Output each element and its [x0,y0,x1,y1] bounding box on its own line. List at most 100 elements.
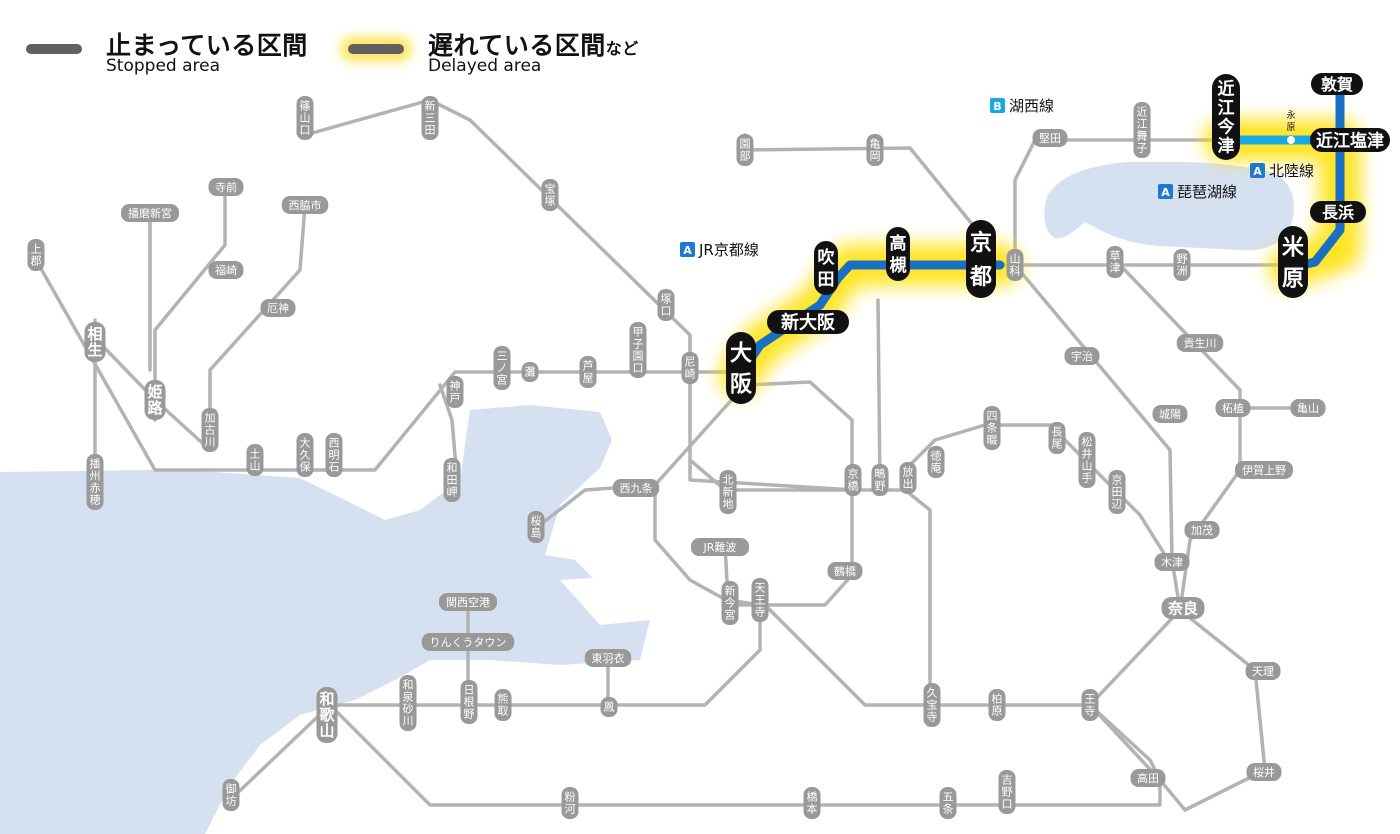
station-shigino[interactable]: 鴫野 [871,464,889,496]
station-yakujin[interactable]: 厄神 [260,299,296,317]
station-kusatsu[interactable]: 草津 [1106,246,1124,278]
station-nishiakashi[interactable]: 西明石 [325,433,343,477]
station-joyo[interactable]: 城陽 [1152,405,1188,423]
station-kamo[interactable]: 加茂 [1184,521,1220,539]
station-igaueno[interactable]: 伊賀上野 [1235,461,1293,479]
station-tsuruga[interactable]: 敦賀 [1311,73,1363,95]
station-omimaiko[interactable]: 近江舞子 [1133,102,1151,158]
station-takatsuki[interactable]: 高槻 [886,227,910,281]
station-nada[interactable]: 灘 [521,362,539,382]
station-tokuan-pill [927,446,945,478]
station-okubo[interactable]: 大久保 [296,433,314,477]
station-shinimamiya[interactable]: 新今宮 [721,581,739,625]
station-tsuruhashi[interactable]: 鶴橋 [827,562,863,580]
station-sakurai[interactable]: 桜井 [1246,763,1282,781]
station-doyama[interactable]: 土山 [246,444,264,476]
station-kozuki-label: 上郡 [31,242,42,267]
station-shinosaka[interactable]: 新大阪 [767,310,849,334]
station-aioi[interactable]: 相生 [84,322,106,362]
station-ashiya[interactable]: 芦屋 [579,356,597,388]
station-yoshinoguchi[interactable]: 吉野口 [998,770,1016,814]
station-kakogawa[interactable]: 加古川 [201,408,219,452]
station-omishiotsu[interactable]: 近江塩津 [1310,128,1390,152]
station-harimashingu[interactable]: 播磨新宮 [121,204,179,222]
station-yamashina[interactable]: 山科 [1006,249,1024,281]
station-tsukaguchi[interactable]: 塚口 [657,289,675,321]
line-loop [653,380,854,607]
station-himeji[interactable]: 姫路 [144,380,166,420]
station-tenri-label: 天理 [1252,665,1274,678]
station-tokuan[interactable]: 徳庵 [927,446,945,478]
station-uji-pill [1064,347,1100,365]
station-sakurajima[interactable]: 桜島 [527,511,545,543]
station-sannomiya[interactable]: 三ノ宮 [493,346,511,390]
station-fukusaki[interactable]: 福崎 [208,261,244,279]
station-nagahama[interactable]: 長浜 [1310,201,1366,223]
station-wadamisaki[interactable]: 和田岬 [443,458,461,502]
line-labels: B 湖西線 A 北陸線 A 琵琶湖線 A JR京都線 [680,97,1314,259]
station-koshienguchi[interactable]: 甲子園口 [629,322,647,378]
station-takada[interactable]: 高田 [1130,769,1166,787]
station-nagao[interactable]: 長尾 [1048,422,1066,454]
station-shijonawate-pill [983,406,1001,450]
station-izumisunagawa[interactable]: 和泉砂川 [399,675,417,731]
station-amagasaki[interactable]: 尼崎 [681,352,699,384]
station-takada-pill [1130,769,1166,787]
legend-delayed-en: Delayed area [428,56,542,76]
station-kyotanabe[interactable]: 京田辺 [1108,470,1126,514]
station-kizu[interactable]: 木津 [1154,553,1190,571]
station-osaka[interactable]: 大阪 [726,332,756,404]
station-higashihagoromo[interactable]: 東羽衣 [584,649,632,667]
station-oji[interactable]: 王寺 [1081,689,1099,721]
station-kyobashi[interactable]: 京橋 [844,464,862,496]
station-kansaiairport[interactable]: 関西空港 [439,593,497,611]
station-maibara[interactable]: 米原 [1278,226,1308,298]
station-yoshinoguchi-label: 吉野口 [1002,773,1013,810]
station-matsuiyamate[interactable]: 松井山手 [1078,432,1096,488]
station-katata[interactable]: 堅田 [1032,129,1068,147]
bay-inlet [560,575,650,625]
station-tenri[interactable]: 天理 [1245,662,1281,680]
station-shijonawate[interactable]: 四条畷 [983,406,1001,450]
station-tennoji-label: 天王寺 [755,581,766,618]
station-koshienguchi-pill [629,322,647,378]
station-hineno[interactable]: 日根野 [460,680,478,724]
station-kyoto-pill [966,220,996,298]
badge-kyoto-letter: A [683,244,692,257]
station-kameyama[interactable]: 亀山 [1290,399,1326,417]
station-kibukawa[interactable]: 貴生川 [1176,334,1224,352]
station-suita[interactable]: 吹田 [814,241,838,295]
station-jrnamba[interactable]: JR難波 [691,538,749,556]
station-gobo[interactable]: 御坊 [222,779,240,811]
station-tsuge[interactable]: 柘植 [1215,399,1251,417]
station-omiimazu[interactable]: 近江今津 [1212,74,1240,160]
station-kyuhoji[interactable]: 久宝寺 [923,683,941,727]
station-hanaten[interactable]: 放出 [899,462,917,494]
station-takarazuka[interactable]: 宝塚 [541,179,559,211]
station-kyoto[interactable]: 京都 [966,220,996,298]
station-yasu[interactable]: 野洲 [1173,249,1191,281]
station-sonobe[interactable]: 園部 [736,134,754,166]
station-hashimoto[interactable]: 橋本 [803,787,821,819]
station-teramae[interactable]: 寺前 [208,178,244,196]
station-shinsanda[interactable]: 新三田 [421,96,439,140]
station-sasayamaguchi[interactable]: 篠山口 [296,96,314,140]
station-otori[interactable]: 鳳 [600,697,618,717]
station-kobe[interactable]: 神戸 [446,376,464,408]
station-kashiwara[interactable]: 柏原 [988,689,1006,721]
station-kokawa[interactable]: 粉河 [561,787,579,819]
station-tennoji[interactable]: 天王寺 [751,578,769,622]
station-uji[interactable]: 宇治 [1064,347,1100,365]
station-wakayama[interactable]: 和歌山 [316,687,338,743]
station-banshuako[interactable]: 播州赤穂 [86,454,104,510]
station-rinkutown[interactable]: りんくうタウン [421,633,515,651]
station-kumatori[interactable]: 熊取 [494,689,512,721]
station-teramae-label: 寺前 [215,180,237,194]
station-kameoka[interactable]: 亀岡 [866,134,884,166]
station-kozuki[interactable]: 上郡 [27,239,45,271]
station-nishiwakishi[interactable]: 西脇市 [281,196,329,214]
station-kitashinchi[interactable]: 北新地 [719,470,737,514]
station-gojo[interactable]: 五条 [939,787,957,819]
station-nara[interactable]: 奈良 [1161,597,1205,619]
station-nishikujo[interactable]: 西九条 [612,479,660,497]
